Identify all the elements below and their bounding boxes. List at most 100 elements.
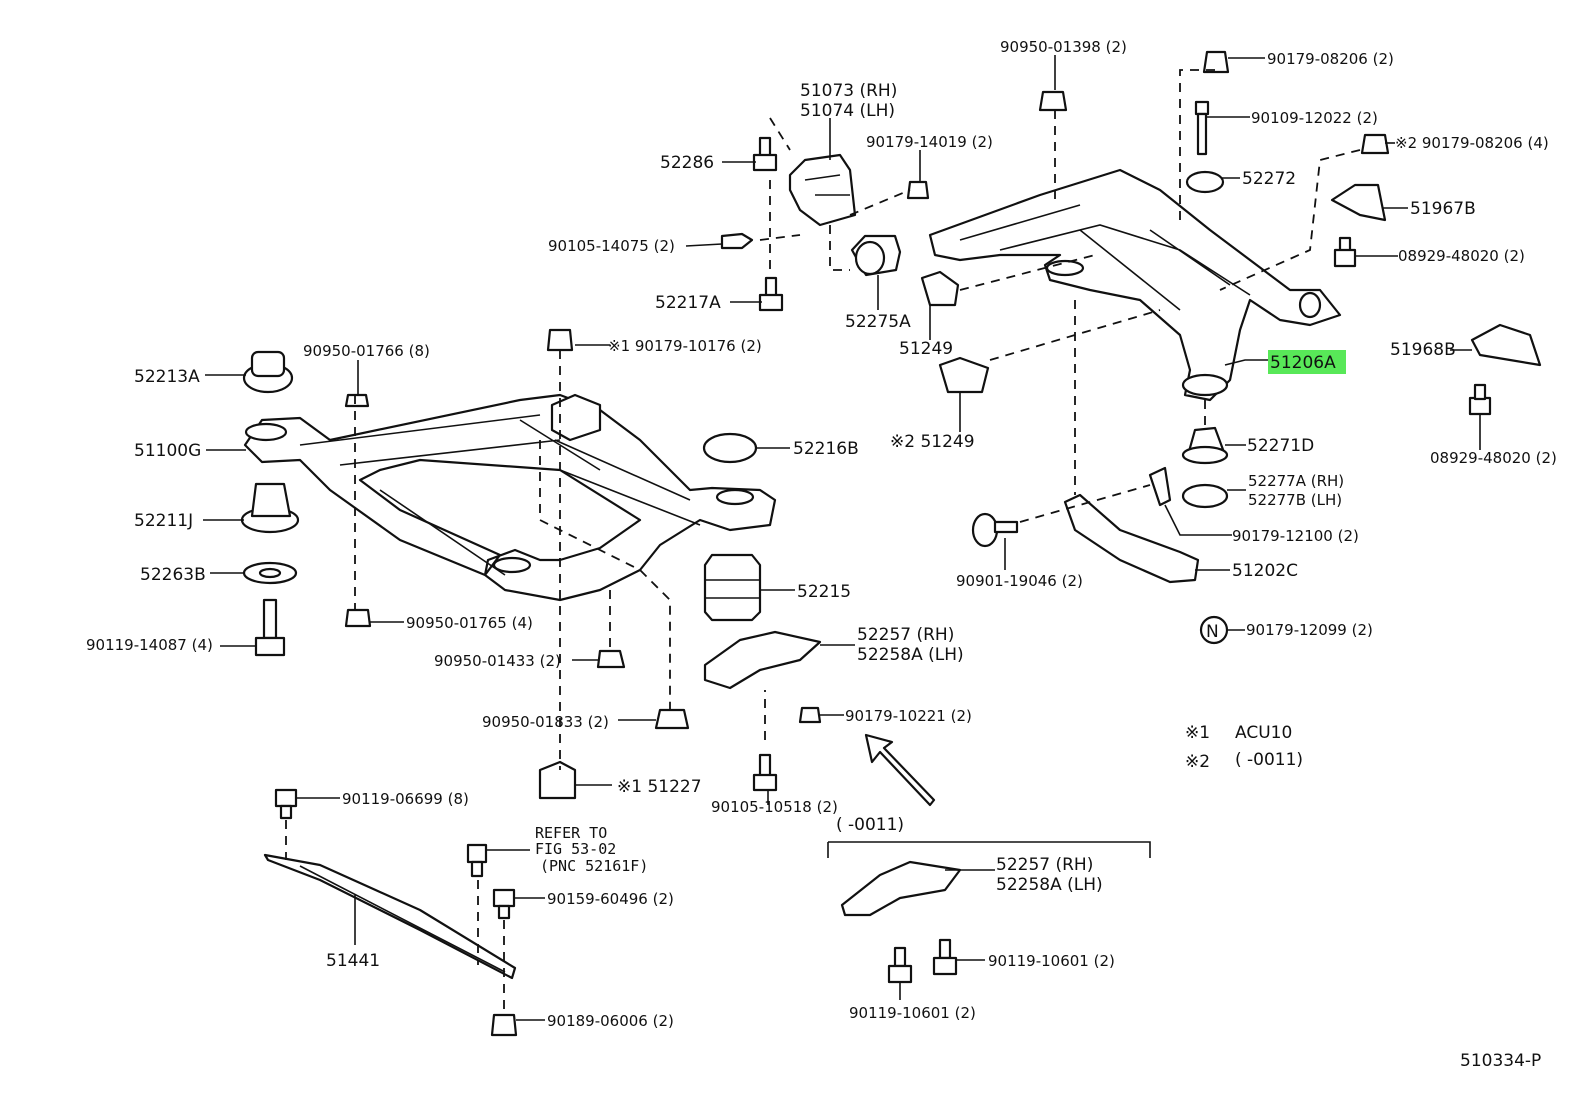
brace-51441[interactable] [263,853,517,980]
bolt-52286[interactable] [752,136,778,172]
label-51073[interactable]: 51073 (RH) [800,81,897,101]
bushing-52271D[interactable] [1181,426,1229,465]
label-51249[interactable]: 51249 [899,339,953,359]
rear-member-51206A[interactable] [928,168,1342,402]
label-90119-10601-b[interactable]: 90119-10601 (2) [849,1004,976,1022]
bolt-08929-48020-b[interactable] [1468,383,1492,416]
label-90119-14087[interactable]: 90119-14087 (4) [86,636,213,654]
nut-90179-08206[interactable] [1202,50,1230,74]
label-52286[interactable]: 52286 [660,153,714,173]
label-52211J[interactable]: 52211J [134,511,193,531]
label-08929-48020-b[interactable]: 08929-48020 (2) [1430,449,1557,467]
label-90179-12100[interactable]: 90179-12100 (2) [1232,527,1359,545]
front-crossmember-51100G[interactable] [243,393,777,602]
label-90179-08206-b[interactable]: ※2 90179-08206 (4) [1395,134,1549,152]
new-part-symbol: N [1206,622,1219,642]
label-51202C[interactable]: 51202C [1232,561,1298,581]
plate-52257-lower[interactable] [840,860,962,917]
mount-52215[interactable] [703,553,762,622]
plate-52257[interactable] [703,630,822,690]
label-90109-12022[interactable]: 90109-12022 (2) [1251,109,1378,127]
bolt-90119-06699[interactable] [274,788,298,820]
label-52216B[interactable]: 52216B [793,439,859,459]
stopper-51227[interactable] [538,760,577,800]
clip-refer[interactable] [466,843,488,878]
label-90189-06006[interactable]: 90189-06006 (2) [547,1012,674,1030]
label-90179-10176[interactable]: ※1 90179-10176 (2) [608,337,762,355]
bracket-51968B[interactable] [1470,323,1542,367]
label-52277B[interactable]: 52277B (LH) [1248,491,1342,509]
nut-90950-01765[interactable] [344,608,372,628]
bolt-90119-14087[interactable] [254,598,286,657]
label-90179-12099[interactable]: 90179-12099 (2) [1246,621,1373,639]
label-90950-01433[interactable]: 90950-01433 (2) [434,652,561,670]
bushing-52213A[interactable] [242,350,294,394]
bolt-52217A[interactable] [758,276,784,312]
label-90901-19046[interactable]: 90901-19046 (2) [956,572,1083,590]
bracket-90179-12100[interactable] [1148,466,1172,507]
bolt-90109-12022[interactable] [1194,100,1210,156]
label-90119-06699[interactable]: 90119-06699 (8) [342,790,469,808]
label-51206A[interactable]: 51206A [1270,353,1336,373]
label-52258A[interactable]: 52258A (LH) [857,645,964,665]
stopper-51249-b[interactable] [938,356,990,394]
label-90105-10518[interactable]: 90105-10518 (2) [711,798,838,816]
label-90119-10601[interactable]: 90119-10601 (2) [988,952,1115,970]
nut-90179-08206-b[interactable] [1360,133,1390,155]
nut-90179-14019[interactable] [906,180,930,200]
label-51227[interactable]: ※1 51227 [617,777,702,797]
label-51249-b[interactable]: ※2 51249 [890,432,975,452]
arm-51202C[interactable] [1063,493,1200,584]
label-52258A-lower[interactable]: 52258A (LH) [996,875,1103,895]
label-90179-10221[interactable]: 90179-10221 (2) [845,707,972,725]
label-90105-14075[interactable]: 90105-14075 (2) [548,237,675,255]
label-52263B[interactable]: 52263B [140,565,206,585]
label-51441[interactable]: 51441 [326,951,380,971]
label-52217A[interactable]: 52217A [655,293,721,313]
bolt-90901-19046[interactable] [971,512,1019,548]
nut-90950-01766[interactable] [344,393,370,408]
label-90179-08206[interactable]: 90179-08206 (2) [1267,50,1394,68]
bolt-90159-60496[interactable] [492,888,516,920]
nut-90950-01433[interactable] [596,649,626,669]
bolt-90105-10518[interactable] [752,753,778,792]
nut-90950-01398[interactable] [1038,90,1068,112]
mount-52216B[interactable] [702,432,758,464]
label-52272[interactable]: 52272 [1242,169,1296,189]
bracket-51967B[interactable] [1330,183,1387,222]
bushing-52211J[interactable] [240,482,300,534]
bolt-90119-10601-b[interactable] [887,946,913,984]
bushing-52275A[interactable] [850,234,902,277]
bushing-52277A[interactable] [1181,483,1229,509]
label-90950-01766[interactable]: 90950-01766 (8) [303,342,430,360]
label-52277A[interactable]: 52277A (RH) [1248,472,1344,490]
label-90950-01398[interactable]: 90950-01398 (2) [1000,38,1127,56]
label-52271D[interactable]: 52271D [1247,436,1314,456]
label-51967B[interactable]: 51967B [1410,199,1476,219]
nut-90179-10221[interactable] [798,706,822,724]
stopper-51249[interactable] [920,270,960,307]
bracket-51073[interactable] [788,153,857,227]
bolt-90119-10601[interactable] [932,938,958,976]
label-52275A[interactable]: 52275A [845,312,911,332]
label-90179-14019[interactable]: 90179-14019 (2) [866,133,993,151]
bushing-52272[interactable] [1185,170,1225,194]
nut-90950-01833[interactable] [654,708,690,730]
label-52257-lower[interactable]: 52257 (RH) [996,855,1093,875]
label-51074[interactable]: 51074 (LH) [800,101,895,121]
label-52213A[interactable]: 52213A [134,367,200,387]
nut-90179-10176[interactable] [546,328,574,352]
label-52215[interactable]: 52215 [797,582,851,602]
label-51968B[interactable]: 51968B [1390,340,1456,360]
label-52257[interactable]: 52257 (RH) [857,625,954,645]
label-08929-48020[interactable]: 08929-48020 (2) [1398,247,1525,265]
bolt-08929-48020[interactable] [1333,236,1357,268]
highlight-51206A [1268,350,1346,374]
label-90159-60496[interactable]: 90159-60496 (2) [547,890,674,908]
washer-52263B[interactable] [242,561,298,585]
label-51100G[interactable]: 51100G [134,441,201,461]
label-90950-01833[interactable]: 90950-01833 (2) [482,713,609,731]
bolt-90105-14075[interactable] [720,232,754,250]
nut-90189-06006[interactable] [490,1013,518,1037]
label-90950-01765[interactable]: 90950-01765 (4) [406,614,533,632]
